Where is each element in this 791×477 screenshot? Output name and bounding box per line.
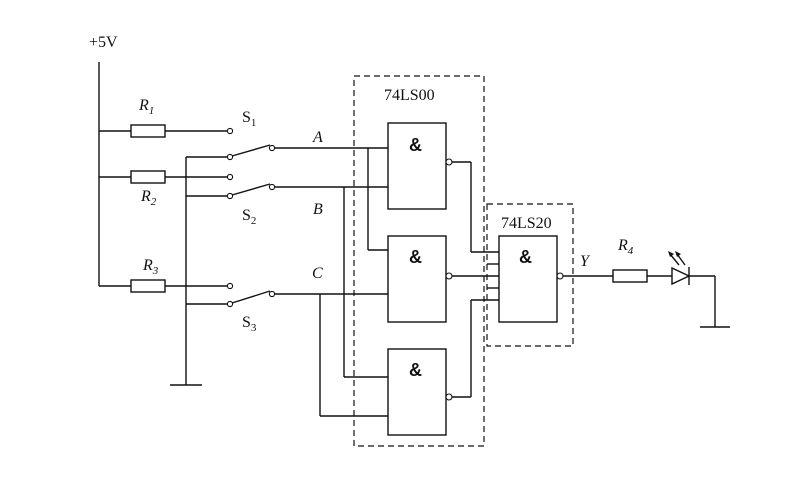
r4-label: R4 (617, 237, 634, 257)
switch-s2 (231, 183, 388, 196)
switch-s3 (231, 290, 388, 304)
chip-74ls20-label: 74LS20 (501, 215, 552, 232)
r3-label: R3 (142, 257, 159, 277)
svg-text:&: & (409, 135, 422, 155)
chip-74ls00-outline (353, 75, 485, 447)
nand-gate-2: & (387, 235, 499, 323)
r1-label: R1 (138, 97, 154, 117)
ground-icon (700, 276, 730, 328)
output-y-label: Y (580, 253, 591, 270)
resistor-r4 (612, 269, 672, 283)
svg-text:&: & (409, 247, 422, 267)
ground-bus (170, 153, 234, 386)
s2-label: S2 (242, 207, 256, 227)
svg-text:&: & (519, 247, 532, 267)
resistor-r3 (99, 279, 234, 293)
s3-label: S3 (242, 314, 257, 334)
input-a-label: A (312, 129, 323, 146)
nand-gate-1: & (387, 122, 499, 253)
nand-gate-3: & (387, 299, 499, 436)
nand-gate-4input: & (487, 235, 613, 323)
led-icon (668, 251, 715, 286)
supply-label: +5V (89, 34, 118, 51)
r2-label: R2 (140, 188, 157, 208)
resistor-r2 (99, 170, 234, 184)
chip-74ls20-outline (486, 203, 574, 347)
s1-label: S1 (242, 109, 256, 129)
switch-s1 (231, 144, 368, 157)
resistor-r1 (99, 124, 234, 138)
input-b-label: B (313, 201, 323, 218)
chip-74ls00-label: 74LS00 (384, 87, 435, 104)
input-c-label: C (312, 265, 323, 282)
svg-text:&: & (409, 360, 422, 380)
